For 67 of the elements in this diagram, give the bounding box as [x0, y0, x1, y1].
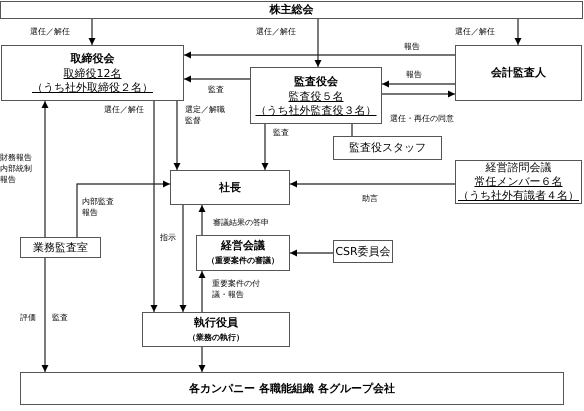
- arrow: [184, 76, 250, 82]
- node-title: 執行役員: [194, 314, 238, 330]
- auditor-box: [455, 45, 582, 101]
- node-detail: 監査役５名: [288, 90, 344, 104]
- board-box: [1, 45, 184, 101]
- node-detail: 常任メンバー６名: [474, 175, 562, 189]
- node-title: 取締役会: [70, 51, 114, 67]
- edge-label: 選定／解職監督: [185, 104, 225, 126]
- node-title: 社長: [219, 180, 241, 196]
- staff-box: [333, 136, 442, 160]
- node-title: 各カンパニー 各職能組織 各グループ会社: [189, 380, 395, 396]
- edge-label: 選任／解任: [30, 26, 70, 37]
- advisory-council-box: [455, 160, 582, 204]
- audit-board-box: [250, 67, 382, 124]
- node-title: 監査役スタッフ: [349, 141, 426, 155]
- node-detail: （業務の執行）: [188, 332, 244, 344]
- management-meeting-box: [196, 235, 290, 271]
- edge-label: 選任・再任の同意: [390, 113, 454, 124]
- edge-label: 重要案件の付議・報告: [212, 278, 260, 300]
- edge-label: 報告: [406, 69, 422, 80]
- arrow: [514, 19, 522, 45]
- arrow: [76, 180, 170, 237]
- arrow: [88, 19, 96, 45]
- arrow: [314, 19, 322, 67]
- node-title: 監査役会: [294, 74, 338, 90]
- arrow: [180, 205, 186, 312]
- arrow: [42, 258, 48, 372]
- committee-box: [333, 240, 393, 263]
- arrow: [198, 205, 206, 235]
- edge-label: 報告: [404, 41, 420, 52]
- arrow: [382, 80, 455, 88]
- arrow: [198, 347, 206, 372]
- edge-label: 選任／解任: [455, 26, 495, 37]
- node-title: 経営会議: [221, 238, 265, 254]
- node-detail: （うち社外取締役２名）: [32, 81, 153, 95]
- edge-label: 審議結果の答申: [213, 217, 269, 228]
- node-title: 会計監査人: [491, 65, 546, 81]
- group-companies-box: [20, 372, 564, 405]
- edge-label: 選任／解任: [256, 26, 296, 37]
- edge-label: 選任／解任: [104, 104, 144, 115]
- arrow: [184, 52, 455, 58]
- internal-audit-box: [20, 237, 101, 258]
- edge-label: 評価: [20, 312, 36, 323]
- edge-label: 監査: [208, 84, 224, 95]
- arrow: [290, 180, 455, 188]
- node-title: 業務監査室: [33, 240, 88, 254]
- edge-label: 助言: [362, 193, 378, 204]
- node-detail: （重要案件の審議）: [207, 255, 279, 267]
- shareholders-meeting-box: [0, 1, 583, 19]
- edge-label: 指示: [160, 232, 176, 243]
- arrow: [198, 271, 206, 312]
- node-title: 株主総会: [270, 2, 314, 18]
- node-detail: 取締役12名: [64, 67, 122, 81]
- node-detail: （うち社外有識者４名）: [458, 189, 579, 203]
- arrow: [42, 101, 48, 237]
- arrow: [174, 101, 180, 170]
- president-box: [170, 170, 290, 205]
- node-title: 経営諮問会議: [486, 161, 552, 175]
- executive-officers-box: [142, 312, 290, 347]
- node-detail: （うち社外監査役３名）: [256, 104, 376, 118]
- node-title: CSR委員会: [335, 244, 391, 258]
- arrow: [262, 124, 268, 170]
- edge-label: 監査: [273, 127, 289, 138]
- arrow: [290, 250, 333, 256]
- arrow: [150, 101, 158, 312]
- arrow: [382, 90, 455, 98]
- note-label: 監査: [52, 312, 68, 323]
